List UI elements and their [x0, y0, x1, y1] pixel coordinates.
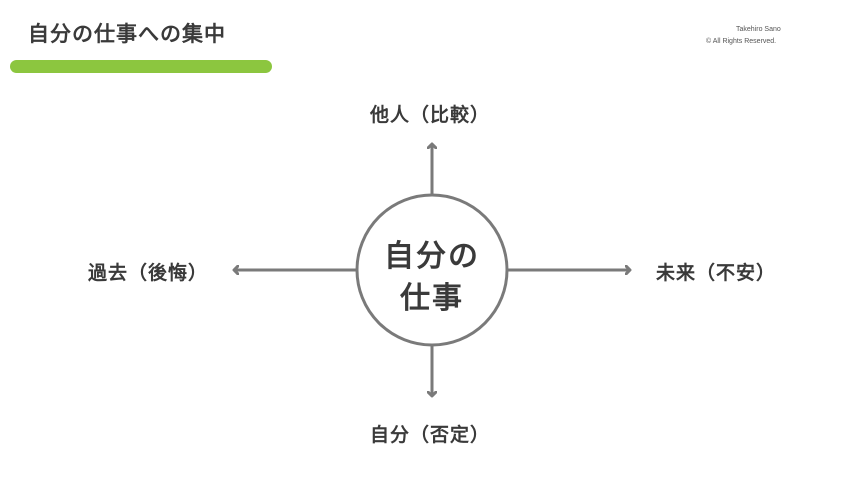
bottom-label: 自分（否定）: [370, 424, 491, 446]
title-underline-bar: [10, 60, 272, 73]
center-circle: [355, 193, 509, 347]
center-label-line2: 仕事: [400, 281, 464, 316]
left-label: 過去（後悔）: [88, 262, 209, 284]
center-label: 自分の 仕事: [364, 236, 500, 320]
right-label: 未来（不安）: [656, 262, 777, 284]
author-name: Takehiro Sano: [736, 26, 781, 33]
center-label-line1: 自分の: [384, 239, 480, 274]
page-title: 自分の仕事への集中: [28, 22, 226, 46]
copyright-notice: © All Rights Reserved.: [706, 38, 777, 45]
top-label: 他人（比較）: [370, 104, 491, 126]
credit-block: Takehiro Sano © All Rights Reserved.: [706, 24, 781, 48]
